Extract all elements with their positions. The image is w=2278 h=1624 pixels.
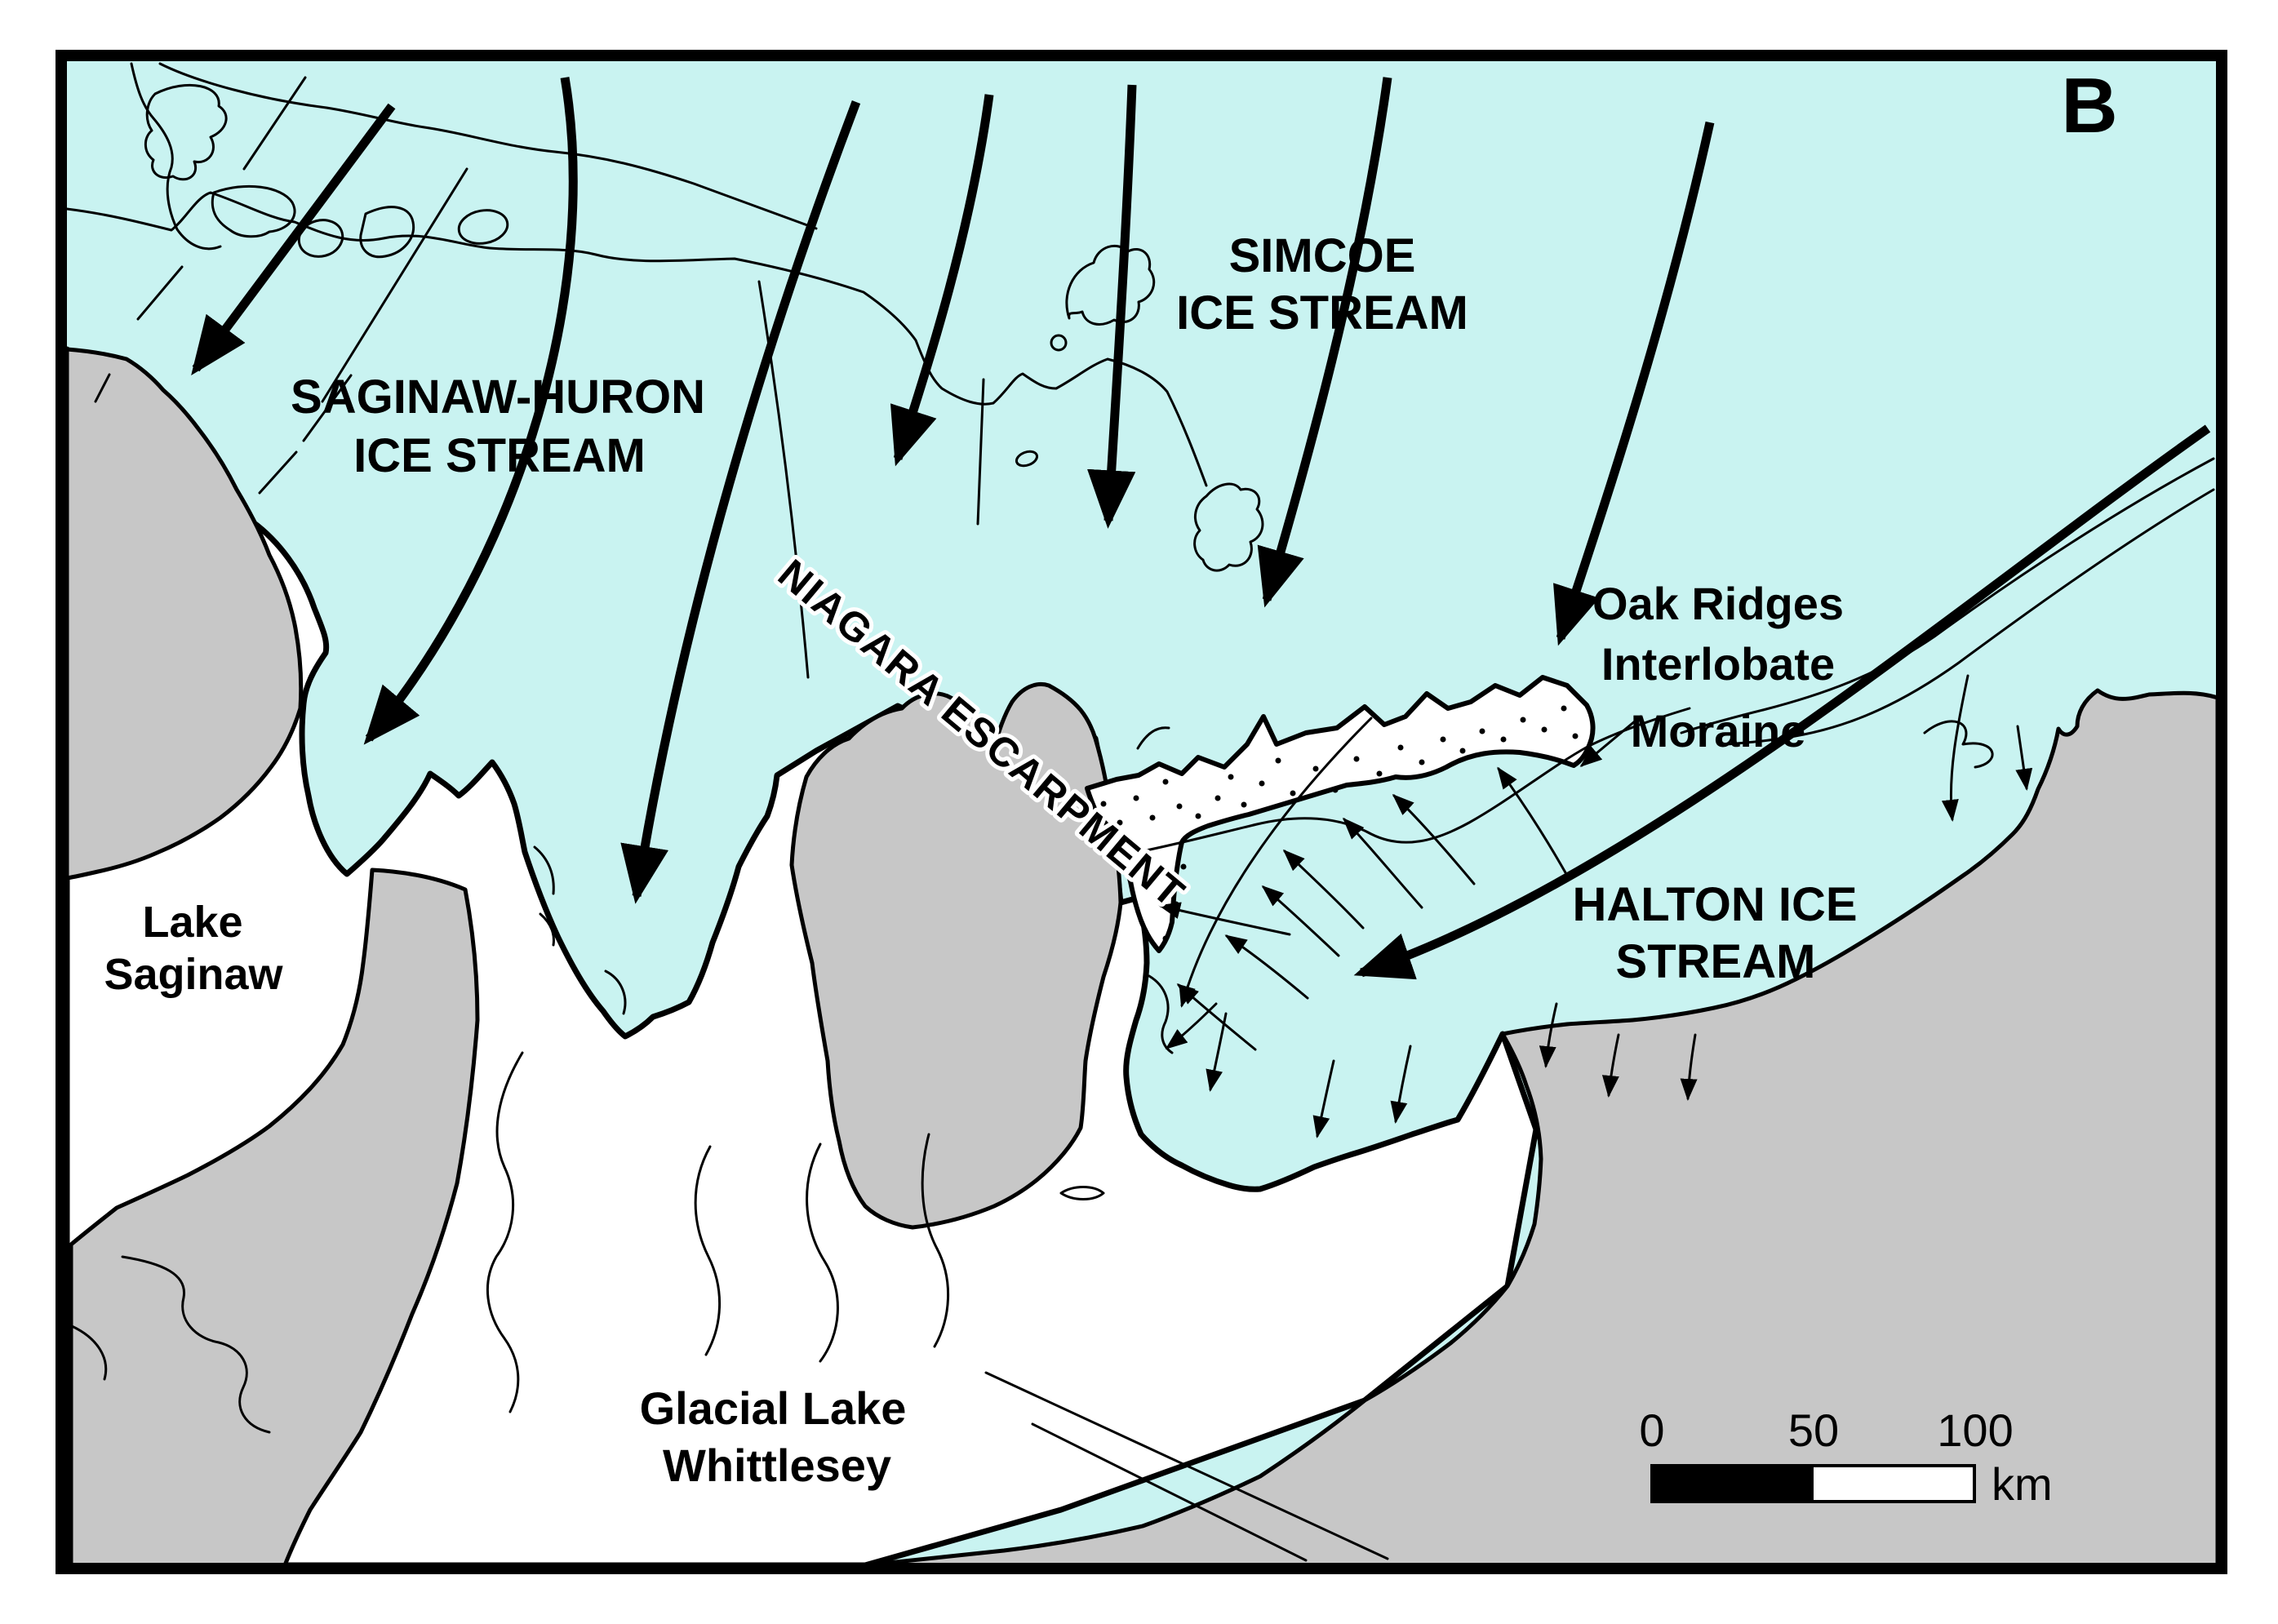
central-flow-arrow bbox=[1087, 84, 1137, 529]
label-simcoe-line1: SIMCOE bbox=[1229, 229, 1416, 282]
scale-tick-50: 50 bbox=[1788, 1404, 1839, 1456]
saginaw-huron-flow-arrow bbox=[363, 77, 578, 745]
niagara-escarpment-upland bbox=[789, 681, 1123, 1230]
major-ice-flow-arrows bbox=[191, 77, 2211, 980]
label-oak-ridges-line3: Moraine bbox=[1631, 705, 1806, 757]
label-whittlesey-line1: Glacial Lake bbox=[640, 1382, 907, 1434]
label-lake-saginaw-line1: Lake bbox=[142, 898, 242, 947]
saginaw-lobe-flow-arrow bbox=[620, 100, 861, 904]
label-saginaw-huron-line1: SAGINAW-HURON bbox=[291, 371, 705, 424]
west-land-area bbox=[67, 347, 304, 881]
label-halton-line2: STREAM bbox=[1616, 935, 1816, 988]
map-frame bbox=[56, 50, 2227, 1574]
label-lake-saginaw-line2: Saginaw bbox=[104, 950, 283, 999]
saginaw-huron-flow-arrow bbox=[191, 103, 396, 375]
label-oak-ridges-line1: Oak Ridges bbox=[1592, 578, 1844, 629]
southeast-land-area bbox=[868, 688, 2216, 1563]
scale-tick-0: 0 bbox=[1639, 1404, 1664, 1456]
minor-ice-flow-arrows bbox=[1158, 674, 2033, 1138]
central-flow-arrow bbox=[890, 94, 994, 467]
scale-unit: km bbox=[1992, 1458, 2053, 1510]
label-saginaw-huron-line2: ICE STREAM bbox=[353, 429, 646, 482]
simcoe-flow-arrow bbox=[1553, 121, 1715, 646]
simcoe-flow-arrow bbox=[1257, 77, 1392, 608]
moraine-pointer-arrow bbox=[1579, 715, 1642, 767]
moraine-stipple-dots bbox=[1100, 705, 1579, 942]
panel-letter: B bbox=[2061, 62, 2117, 149]
label-halton-line1: HALTON ICE bbox=[1572, 878, 1857, 931]
label-whittlesey-line2: Whittlesey bbox=[663, 1440, 891, 1491]
flow-fabric-lines bbox=[67, 62, 2215, 1562]
label-oak-ridges-line2: Interlobate bbox=[1601, 638, 1835, 690]
scale-tick-100: 100 bbox=[1937, 1404, 2013, 1456]
scale-bar: 0 50 100 km bbox=[1639, 1404, 2052, 1510]
southwest-land-area bbox=[69, 867, 480, 1563]
land-areas bbox=[67, 347, 2216, 1563]
halton-flow-arrow bbox=[1353, 424, 2211, 980]
label-simcoe-line2: ICE STREAM bbox=[1176, 286, 1468, 339]
scale-bar-filled-half bbox=[1652, 1466, 1814, 1502]
